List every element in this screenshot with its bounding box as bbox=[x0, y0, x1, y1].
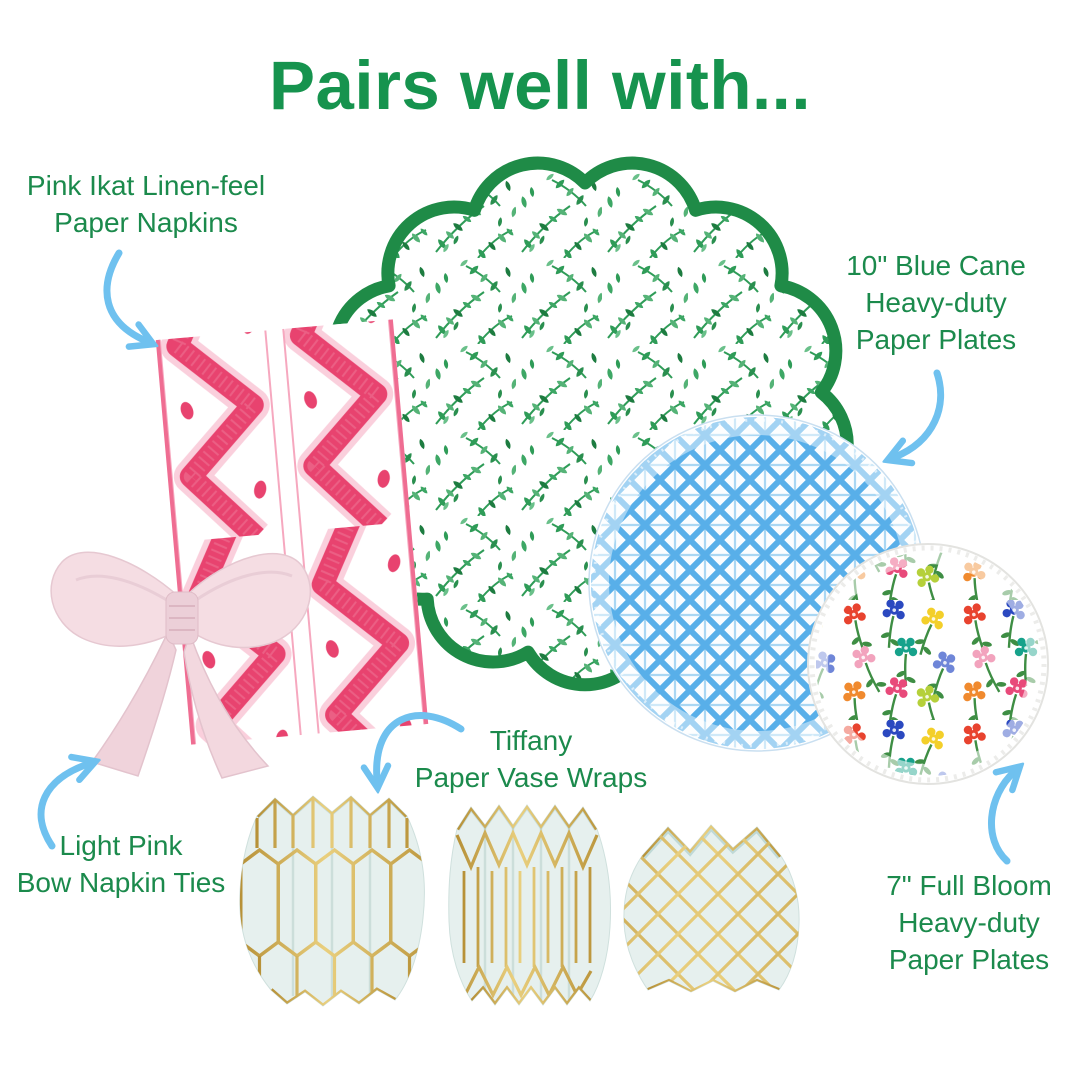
label-light-pink-bow-ties: Light Pink Bow Napkin Ties bbox=[17, 827, 226, 901]
label-line: Light Pink bbox=[59, 830, 183, 861]
label-line: Heavy-duty bbox=[865, 287, 1007, 318]
label-line: Paper Plates bbox=[855, 324, 1017, 355]
full-bloom-plate-image bbox=[807, 543, 1049, 785]
arrow-to-full-bloom-plate bbox=[988, 772, 1014, 865]
label-line: Tiffany bbox=[489, 725, 573, 756]
label-line: Paper Vase Wraps bbox=[414, 762, 648, 793]
arrow-to-blue-cane-plate bbox=[895, 369, 945, 457]
light-pink-velvet-bow-image bbox=[50, 551, 311, 779]
label-line: Heavy-duty bbox=[898, 907, 1040, 938]
label-line: 10" Blue Cane bbox=[846, 250, 1026, 281]
tiffany-vase-wrap-2-image bbox=[448, 804, 612, 1006]
tiffany-vase-wrap-1-image bbox=[239, 795, 425, 1007]
label-line: 7" Full Bloom bbox=[886, 870, 1052, 901]
label-blue-cane-plates: 10" Blue Cane Heavy-duty Paper Plates bbox=[846, 247, 1026, 358]
label-line: Paper Napkins bbox=[54, 207, 238, 238]
arrow-to-napkins bbox=[103, 249, 146, 341]
label-full-bloom-plates: 7" Full Bloom Heavy-duty Paper Plates bbox=[886, 867, 1052, 978]
page-title: Pairs well with... bbox=[269, 47, 811, 124]
arrow-to-bow bbox=[37, 764, 88, 850]
label-tiffany-vase-wraps: Tiffany Paper Vase Wraps bbox=[415, 722, 647, 796]
label-line: Paper Plates bbox=[888, 944, 1050, 975]
label-line: Bow Napkin Ties bbox=[16, 867, 226, 898]
tiffany-vase-wrap-3-image bbox=[623, 824, 800, 993]
label-line: Pink Ikat Linen-feel bbox=[26, 170, 266, 201]
callout-arrows bbox=[37, 249, 1014, 865]
label-pink-ikat-napkins: Pink Ikat Linen-feel Paper Napkins bbox=[27, 167, 265, 241]
arrow-to-vase-wraps bbox=[377, 712, 465, 780]
